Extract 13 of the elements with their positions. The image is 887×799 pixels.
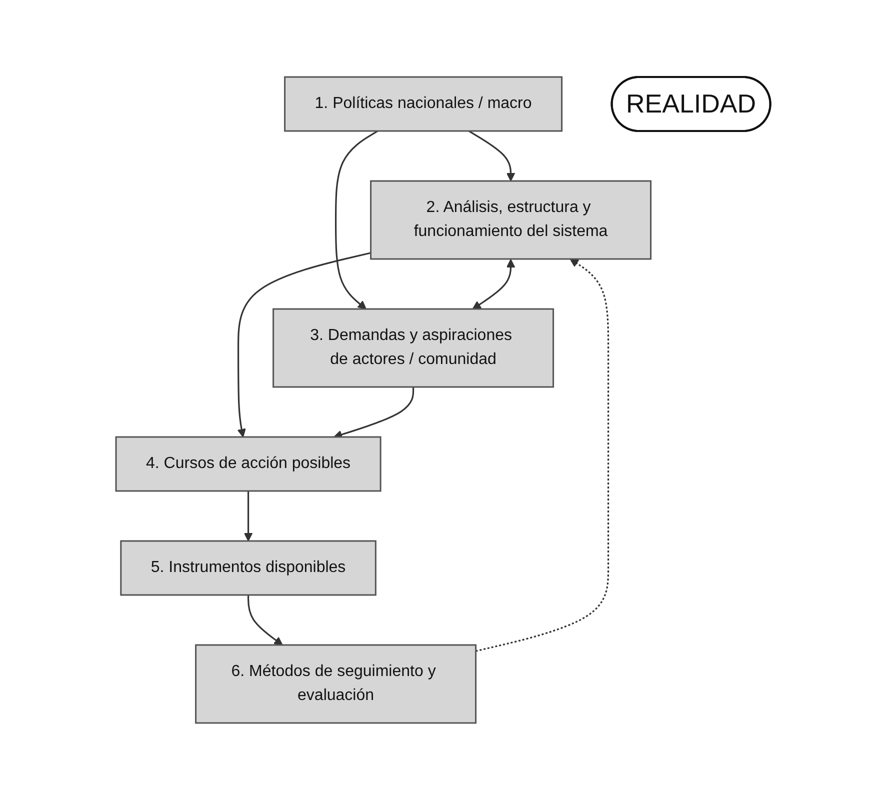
node-box: 2. Análisis, estructura y funcionamiento del sistema [370,180,652,260]
node-box: 6. Métodos de seguimiento y evaluación [195,644,477,724]
arrow [238,252,372,437]
arrow [476,258,610,652]
arrow [468,130,516,181]
arrow [248,594,284,645]
node-box: 4. Cursos de acción posibles [116,436,382,492]
node-box: 1. Políticas nacionales / macro [284,76,563,132]
arrow [335,130,379,309]
arrow [244,490,254,541]
node-box: 5. Instrumentos disponibles [120,540,377,596]
node-box: 3. Demandas y aspiraciones de actores / comunidad [272,308,554,388]
arrow [472,258,516,309]
